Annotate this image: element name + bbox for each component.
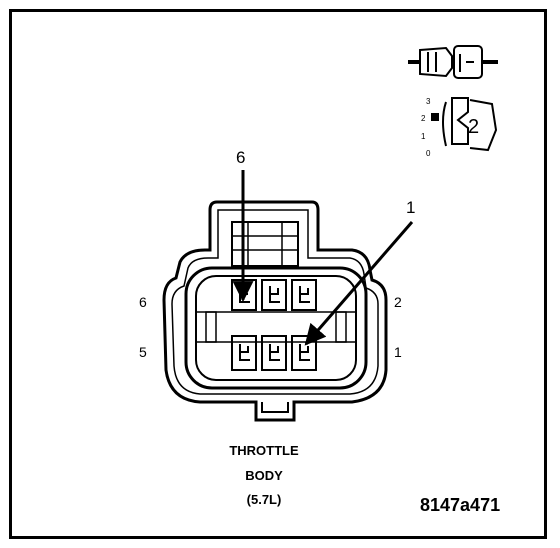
caption-line-1: THROTTLE xyxy=(229,443,299,458)
pin-label-right-bottom: 1 xyxy=(394,344,402,360)
caption-line-3: (5.7L) xyxy=(246,492,282,507)
caption-line-2: BODY xyxy=(245,468,283,483)
cavity-top-row xyxy=(231,279,317,311)
legend-orientation-icon xyxy=(431,97,498,152)
legend-position-2: 2 xyxy=(421,114,426,123)
legend-position-3: 3 xyxy=(426,97,431,106)
locking-tab xyxy=(231,221,299,267)
connector-face-outer xyxy=(184,266,368,390)
legend-variant-number: 2 xyxy=(468,116,480,138)
callout-label-top: 6 xyxy=(236,148,246,167)
legend-connector-icon xyxy=(408,45,498,79)
pin-label-left-top: 6 xyxy=(139,294,147,310)
figure-id: 8147a471 xyxy=(420,495,501,515)
pin-label-right-top: 2 xyxy=(394,294,402,310)
legend-position-1: 1 xyxy=(421,132,426,141)
connector-housing-inner xyxy=(171,209,379,395)
connector-latch xyxy=(261,402,289,413)
legend-position-0: 0 xyxy=(426,149,431,158)
cavity-bottom-row xyxy=(231,335,317,371)
pin-label-left-bottom: 5 xyxy=(139,344,147,360)
connector-face-inner xyxy=(195,275,357,381)
callout-label-right: 1 xyxy=(406,198,416,217)
callout-arrow-pin-1 xyxy=(304,221,414,346)
connector-housing-outer xyxy=(162,200,388,422)
